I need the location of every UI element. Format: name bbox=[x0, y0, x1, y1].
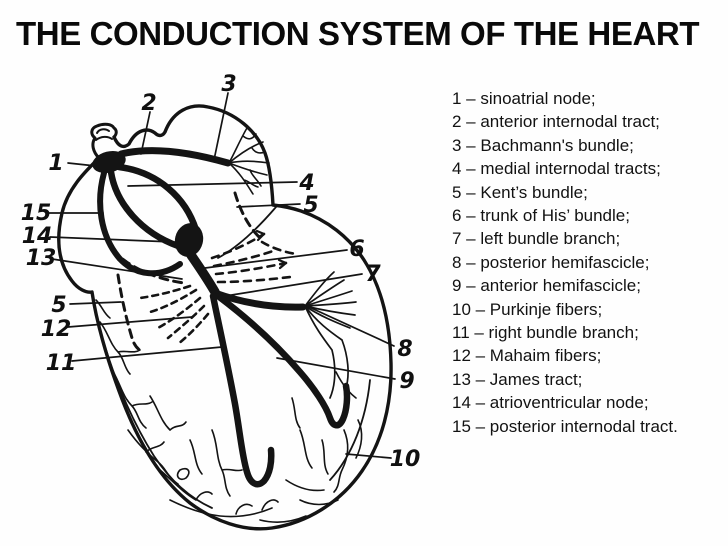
diagram-label-7: 7 bbox=[365, 262, 381, 287]
diagram-label-8: 8 bbox=[397, 337, 412, 362]
anterior-hemifascicle-branch bbox=[214, 292, 351, 429]
leader-10 bbox=[345, 453, 392, 459]
legend-item-7: 7 – left bundle branch; bbox=[452, 229, 621, 249]
legend-item-15: 15 – posterior internodal tract. bbox=[452, 416, 678, 436]
legend-item-10: 10 – Purkinje fibers; bbox=[452, 299, 603, 319]
anterior-internodal-tract bbox=[115, 163, 200, 234]
leader-8 bbox=[308, 306, 395, 347]
legend: 1 – sinoatrial node; 2 – anterior intern… bbox=[452, 87, 726, 438]
leader-14 bbox=[49, 236, 175, 243]
bachmann-bundle bbox=[117, 147, 232, 167]
leader-5-right bbox=[236, 203, 301, 208]
accessory-tracts bbox=[110, 191, 262, 354]
kent-bundle-right bbox=[233, 191, 262, 240]
diagram-label-4: 4 bbox=[298, 171, 314, 196]
inner-wall-left bbox=[99, 329, 213, 509]
vena-cava-stub bbox=[90, 122, 118, 160]
leader-3 bbox=[213, 92, 229, 161]
kent-bundle-left bbox=[116, 273, 145, 354]
leader-4 bbox=[127, 181, 298, 187]
legend-item-1: 1 – sinoatrial node; bbox=[452, 89, 596, 108]
legend-item-9: 9 – anterior hemifascicle; bbox=[452, 276, 641, 296]
diagram-label-5-left: 5 bbox=[51, 293, 66, 318]
diagram-label-12: 12 bbox=[41, 317, 72, 342]
leader-11 bbox=[71, 346, 223, 362]
diagram-label-9: 9 bbox=[399, 369, 414, 394]
legend-item-13: 13 – James tract; bbox=[452, 369, 583, 389]
leader-9 bbox=[276, 357, 396, 380]
atrial-fiber-fan bbox=[228, 127, 270, 195]
right-bundle-branch bbox=[209, 292, 275, 488]
diagram-label-15: 15 bbox=[21, 201, 52, 226]
legend-item-6: 6 – trunk of His’ bundle; bbox=[452, 206, 630, 226]
leader-7 bbox=[218, 273, 363, 298]
legend-item-4: 4 – medial internodal tracts; bbox=[452, 159, 661, 179]
leader-lines bbox=[47, 92, 396, 459]
dash-arrowheads bbox=[255, 229, 288, 270]
diagram-label-6: 6 bbox=[349, 237, 364, 262]
left-bundle-fan bbox=[304, 271, 357, 399]
legend-item-2: 2 – anterior internodal tract; bbox=[452, 112, 660, 132]
atrioventricular-node bbox=[174, 223, 204, 257]
leader-2 bbox=[140, 111, 151, 155]
leader-13 bbox=[51, 258, 183, 280]
page-title: THE CONDUCTION SYSTEM OF THE HEART bbox=[16, 15, 700, 52]
diagram-label-3: 3 bbox=[221, 72, 236, 97]
diagram-label-5-right: 5 bbox=[303, 193, 318, 218]
diagram-label-1: 1 bbox=[48, 151, 63, 176]
perinodal-dashed-fibers bbox=[210, 232, 298, 284]
diagram-label-13: 13 bbox=[26, 246, 57, 271]
atrioventricular-groove-line bbox=[217, 206, 277, 259]
his-bundle bbox=[186, 250, 220, 297]
number-labels: 1 2 3 4 5 6 7 8 9 10 11 12 5 13 14 15 bbox=[21, 72, 421, 472]
legend-item-3: 3 – Bachmann's bundle; bbox=[452, 135, 634, 155]
legend-item-5: 5 – Kent’s bundle; bbox=[452, 182, 588, 202]
legend-item-14: 14 – atrioventricular node; bbox=[452, 393, 649, 413]
heart-outline bbox=[57, 104, 393, 531]
legend-item-8: 8 – posterior hemifascicle; bbox=[452, 252, 650, 272]
diagram-label-14: 14 bbox=[22, 224, 53, 249]
leader-6 bbox=[204, 249, 348, 269]
mahaim-fibers bbox=[138, 284, 210, 346]
purkinje-fiber-web bbox=[95, 299, 363, 523]
diagram-label-11: 11 bbox=[46, 351, 77, 376]
inner-wall-right bbox=[329, 379, 371, 481]
james-tract bbox=[110, 248, 186, 285]
leader-12 bbox=[67, 316, 193, 328]
diagram-label-10: 10 bbox=[390, 447, 421, 472]
vena-cava-opening bbox=[95, 128, 113, 141]
leader-1 bbox=[67, 162, 97, 167]
medial-internodal-tract bbox=[107, 168, 182, 250]
legend-item-12: 12 – Mahaim fibers; bbox=[452, 346, 602, 366]
legend-item-11: 11 – right bundle branch; bbox=[452, 323, 639, 343]
leader-5-left bbox=[69, 301, 122, 305]
diagram-label-2: 2 bbox=[141, 91, 156, 116]
posterior-internodal-tract bbox=[97, 170, 183, 277]
heart-body-outline bbox=[57, 104, 393, 531]
